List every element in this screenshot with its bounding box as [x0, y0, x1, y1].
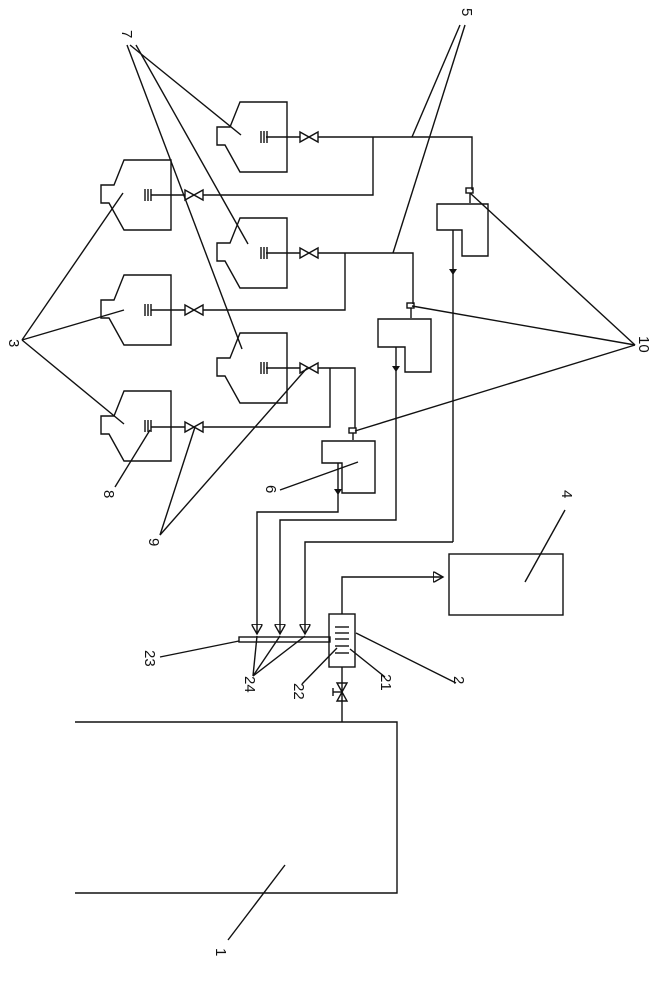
valve-icon: [300, 248, 318, 258]
label-10: 10: [635, 336, 652, 353]
label-7: 7: [118, 30, 135, 38]
manifold: [239, 637, 330, 642]
label-24: 24: [241, 676, 258, 693]
tank: [75, 722, 397, 893]
label-22: 22: [290, 683, 307, 700]
label-2: 2: [450, 676, 467, 684]
valve-icon: [300, 132, 318, 142]
pipe-group-1: [151, 132, 488, 542]
label-4: 4: [558, 490, 575, 498]
valve-icon: [185, 190, 203, 200]
valve-icon: [185, 305, 203, 315]
label-21: 21: [377, 674, 394, 691]
leader-lines: [22, 25, 635, 940]
valve-icon: [300, 363, 318, 373]
label-5: 5: [458, 8, 475, 16]
label-1: 1: [212, 948, 229, 956]
hopper-lower-3: [101, 391, 171, 461]
separator: [329, 577, 443, 722]
label-23: 23: [141, 650, 158, 667]
pipe-group-2: [151, 248, 431, 634]
label-6: 6: [262, 485, 279, 493]
label-3: 3: [5, 339, 22, 347]
receiver: [449, 554, 563, 615]
label-8: 8: [100, 490, 117, 498]
label-9: 9: [145, 538, 162, 546]
